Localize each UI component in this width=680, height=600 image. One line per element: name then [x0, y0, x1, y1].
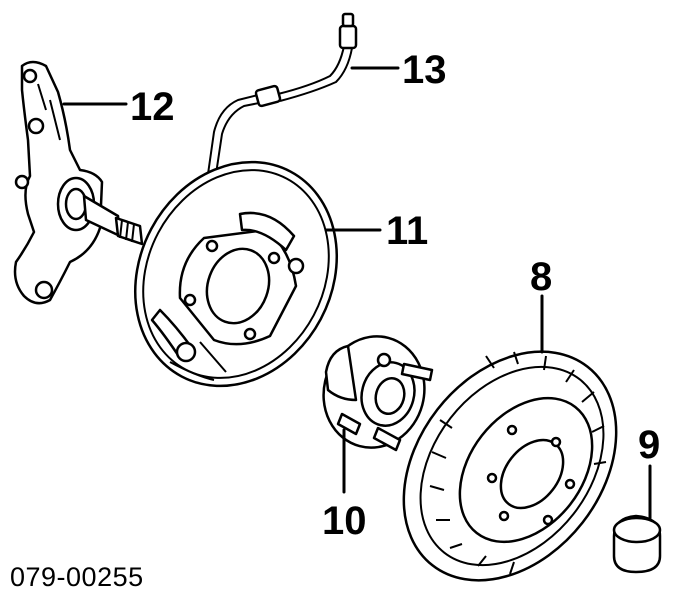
wheel-hub-icon	[322, 335, 434, 452]
brake-hose-icon	[207, 12, 358, 175]
brake-drum-icon	[402, 350, 618, 582]
hub-stud-icon	[336, 352, 434, 452]
callout-8: 8	[530, 255, 552, 299]
hub-cap-icon	[612, 514, 662, 574]
diagram-code: 079-00255	[10, 562, 144, 592]
callout-11: 11	[386, 209, 428, 253]
steering-knuckle-icon	[13, 60, 144, 305]
callout-10: 10	[322, 499, 367, 543]
callout-9: 9	[638, 423, 660, 467]
callout-13: 13	[402, 48, 447, 92]
backing-plate-icon	[134, 160, 338, 388]
callout-12: 12	[130, 85, 175, 129]
